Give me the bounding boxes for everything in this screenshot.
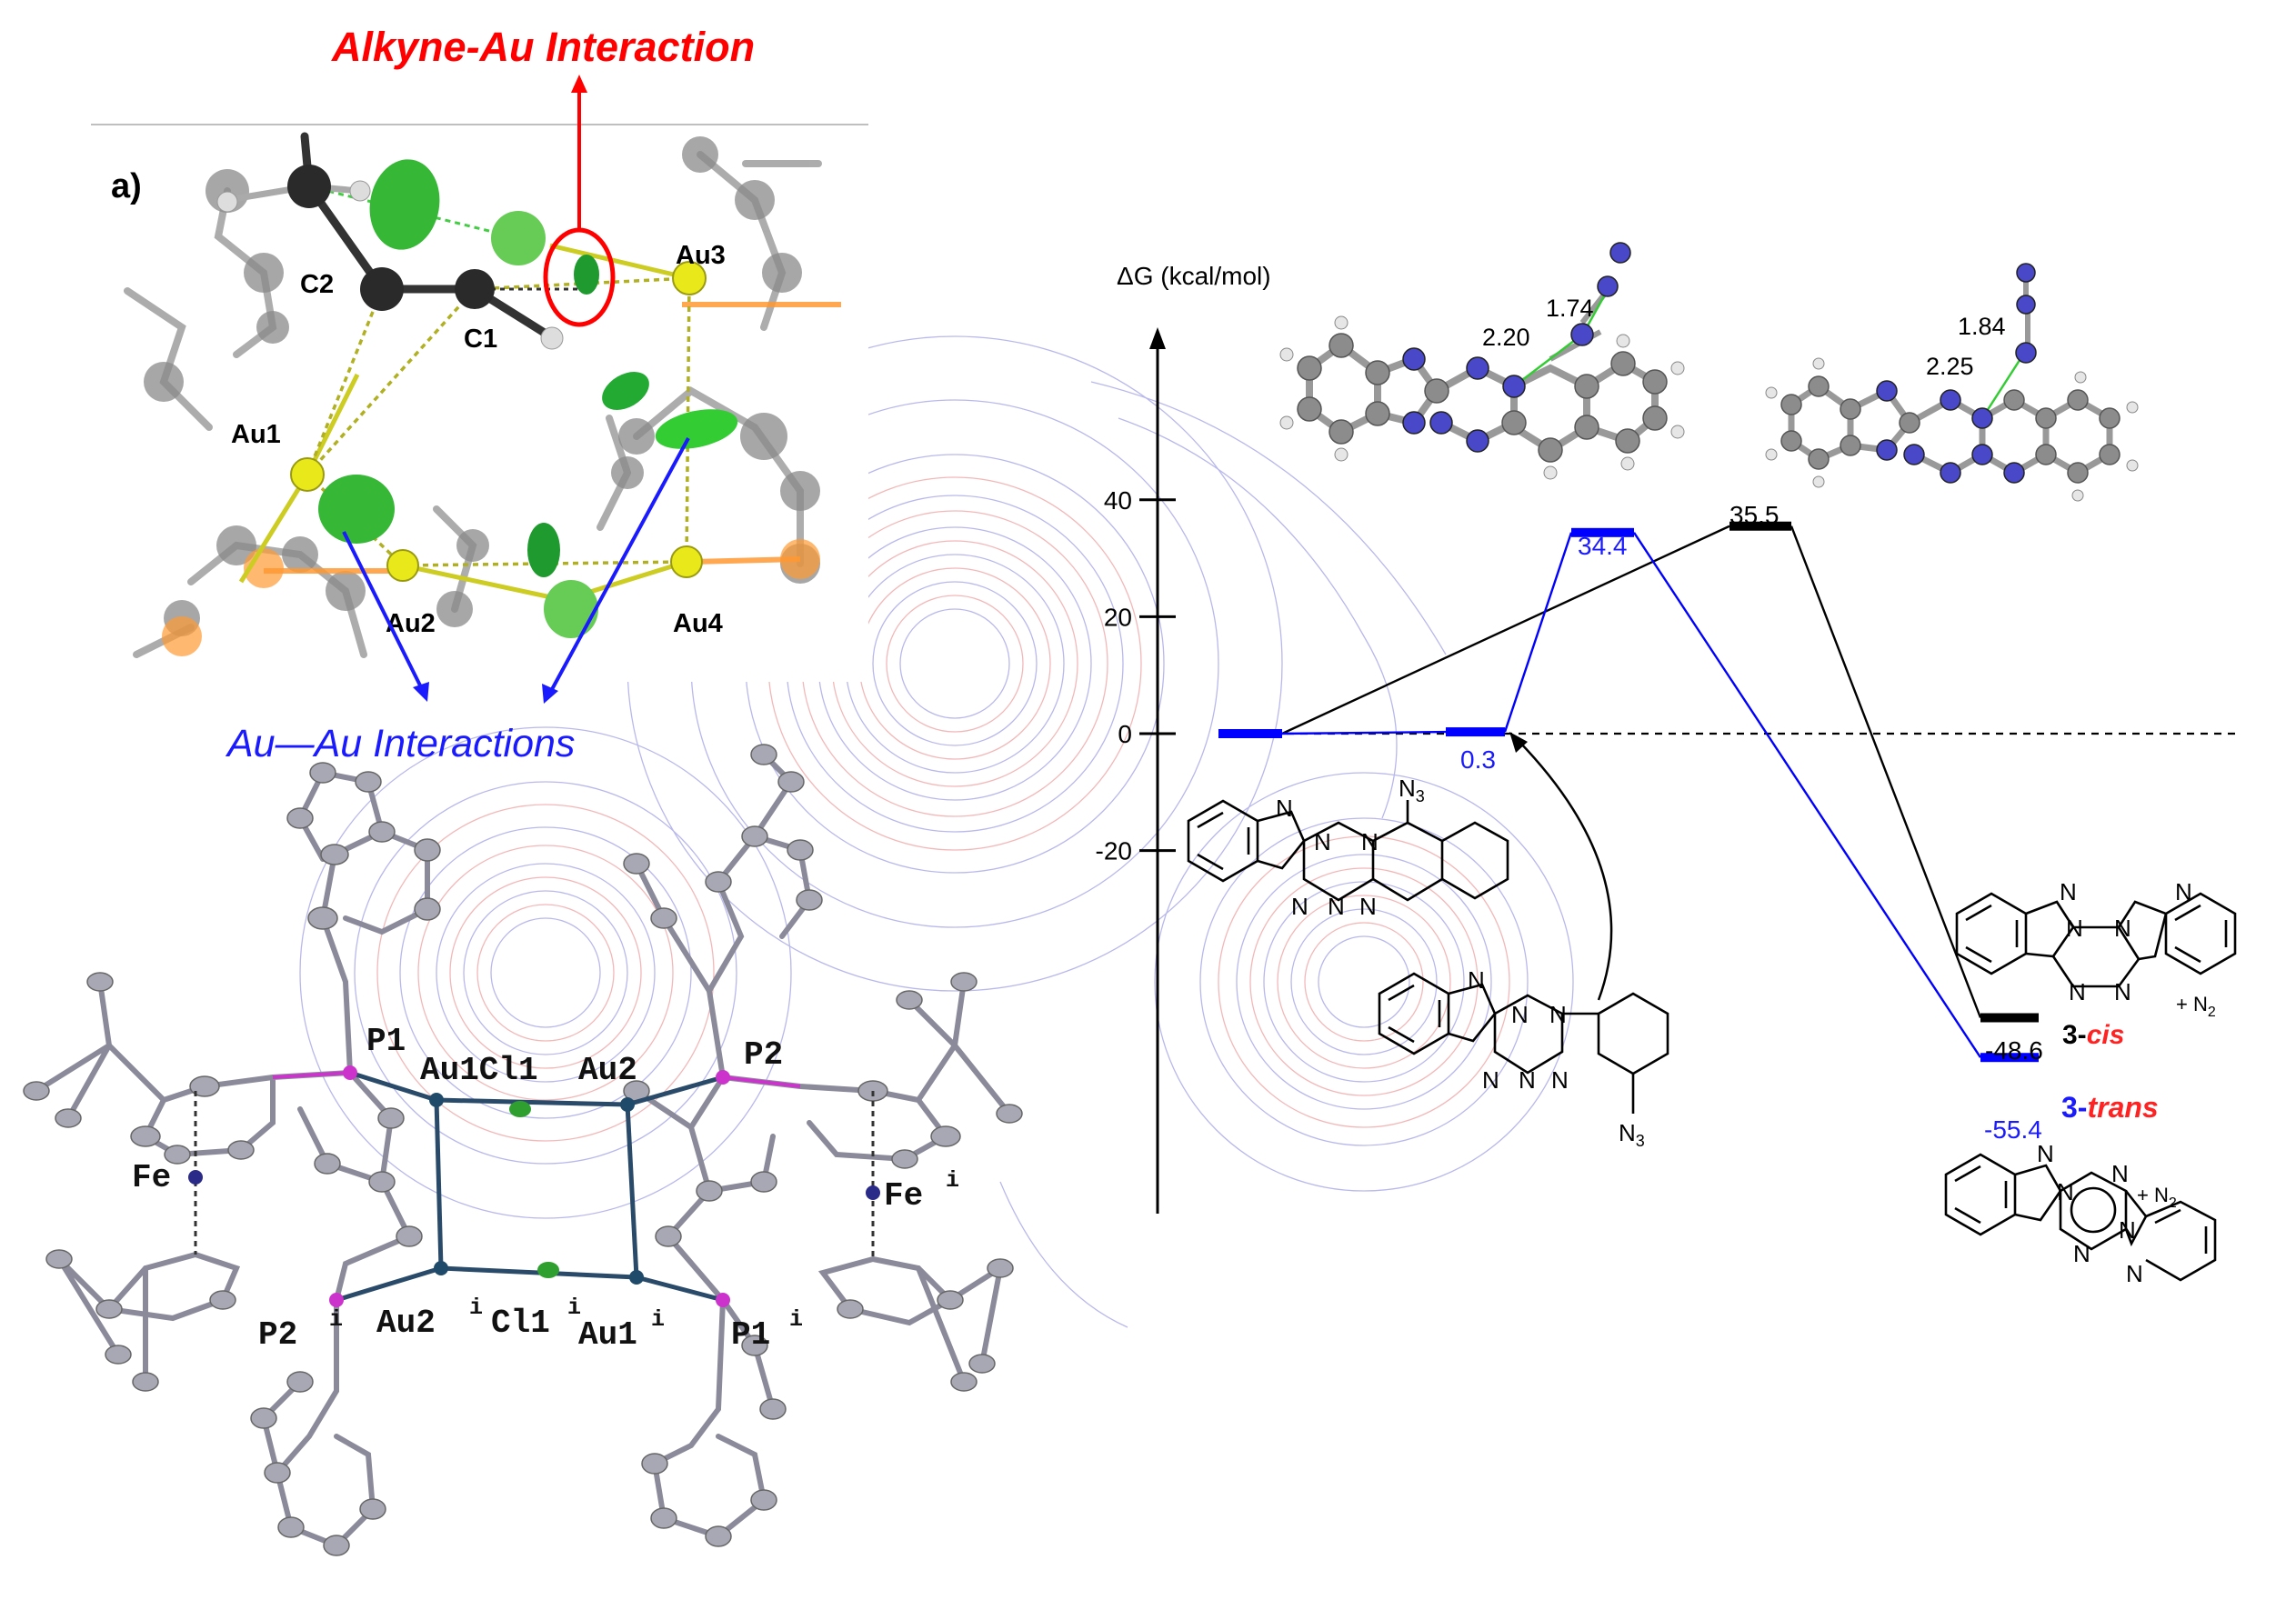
level-label-ts-black: 35.5 [1730,501,1780,529]
atom-label-c1: C1 [464,325,497,354]
blue-path-level-bar [1218,729,1282,738]
black-path-level-bar [1980,1013,2039,1023]
sup-cl1-i: i [567,1295,581,1321]
level-label-trans: -55.4 [1984,1115,2042,1144]
n-atom-3: N [1361,828,1379,855]
label-au1-i: Au1 [578,1316,637,1354]
blue-path-connector [1632,532,1982,1058]
sup-fe-i: i [946,1167,959,1194]
n-atom-8: N [1511,1001,1529,1028]
n-atom-17: N [2069,978,2086,1005]
product-cis-label: 3-cis [2062,1020,2124,1050]
highlight-circle [543,227,616,327]
n-atom-16: N [2175,878,2192,905]
sup-au1-i: i [651,1306,665,1333]
ts-right-distance-a: 1.84 [1958,313,2006,340]
azide-label-top: N3 [1399,775,1425,805]
n-atom-14: N [2066,915,2083,942]
y-axis-title: ΔG (kcal/mol) [1117,262,1271,290]
atom-label-au3: Au3 [676,241,726,270]
n-atom-1: N [1276,795,1293,822]
sup-p1-i: i [789,1306,803,1333]
label-p2-i: P2 [258,1316,297,1354]
atom-label-c2: C2 [300,270,334,299]
blue-path-level-bar [1980,1053,2039,1063]
product-trans-structure [1944,1153,2217,1282]
bond-critical-points [318,159,738,638]
ts-structure-right: 1.84 2.25 [1765,263,2139,502]
n-atom-12: N [1551,1066,1569,1094]
alkyne-au-callout: Alkyne-Au Interaction [331,24,755,70]
n-atom-2: N [1314,828,1331,855]
panel-a-label: a) [111,167,142,205]
n-atom-10: N [1482,1066,1499,1094]
blue-path-connector [1281,730,1447,735]
azide-label-bottom: N3 [1619,1119,1645,1150]
y-tick-label: 20 [1104,603,1132,631]
n-atom-7: N [1468,966,1485,994]
product-cis-structure [1955,892,2237,988]
black-path-connector [1281,525,1730,735]
contour-plot-background [299,335,1574,1328]
energy-profile: ΔG (kcal/mol) 40 20 0 -20 34.4 35.5 0.3 -48… [1096,262,2241,1214]
label-p1: P1 [366,1023,406,1060]
label-au1cl1: Au1Cl1 [420,1052,538,1089]
crystal-structure: P1 Au1Cl1 Au2 P2 Fe Fe P2 Au2 Cl1 Au1 P1… [23,744,1023,1556]
atom-label-au4: Au4 [673,609,723,638]
n-atom-19: N [2037,1140,2054,1167]
ts-left-distance-a: 1.74 [1546,295,1594,322]
n-atom-18: N [2114,978,2131,1005]
label-au2: Au2 [578,1052,637,1089]
n2-label-cis: + N2 [2176,993,2216,1020]
sup-p2-i: i [329,1306,343,1333]
reactant-structure-bottom [1378,972,1669,1114]
n-atom-4: N [1291,893,1308,920]
label-p2: P2 [744,1036,783,1074]
n-atom-13: N [2060,878,2077,905]
blue-path-level-bar [1571,527,1634,537]
au-au-callout: Au—Au Interactions [225,722,575,765]
ts-structure-left: 1.74 2.20 [1279,242,1685,480]
n2-label-trans: + N2 [2137,1184,2177,1211]
reactant-structure-top [1187,799,1509,902]
black-path-connector [1790,525,1982,1018]
panel-a-structure: a) C2 C1 Au1 Au2 Au3 Au4 Alkyne-Au Inter… [91,24,868,765]
n-atom-21: N [2111,1160,2129,1187]
y-tick-label: -20 [1096,837,1132,865]
atom-label-au1: Au1 [231,420,281,449]
n-atom-15: N [2114,915,2131,942]
label-fe: Fe [132,1159,171,1196]
n-atom-22: N [2073,1240,2090,1267]
n-atom-6: N [1359,893,1377,920]
level-label-cis: -48.6 [1985,1036,2043,1065]
blue-path-level-bar [1446,727,1505,737]
y-tick-label: 0 [1118,720,1132,748]
level-label-int-blue: 0.3 [1460,745,1496,774]
y-tick-label: 40 [1104,486,1132,515]
n-atom-24: N [2126,1260,2143,1287]
ts-right-distance-b: 2.25 [1926,353,1974,380]
label-au2-i: Au2 [376,1305,436,1342]
black-path-level-bar [1730,521,1791,531]
label-fe-i: Fe [884,1177,923,1215]
blue-path-connector [1503,532,1573,733]
level-label-ts-blue: 34.4 [1578,532,1628,560]
n-atom-23: N [2119,1216,2136,1244]
n-atom-11: N [1519,1066,1536,1094]
label-p1-i: P1 [731,1316,770,1354]
n-atom-20: N [2057,1178,2074,1205]
product-trans-label: 3-trans [2061,1091,2159,1124]
sup-au2-i: i [469,1295,483,1321]
ts-left-distance-b: 2.20 [1482,324,1530,351]
label-cl1-i: Cl1 [491,1305,550,1342]
n-atom-9: N [1549,1001,1567,1028]
n-atom-5: N [1328,893,1345,920]
